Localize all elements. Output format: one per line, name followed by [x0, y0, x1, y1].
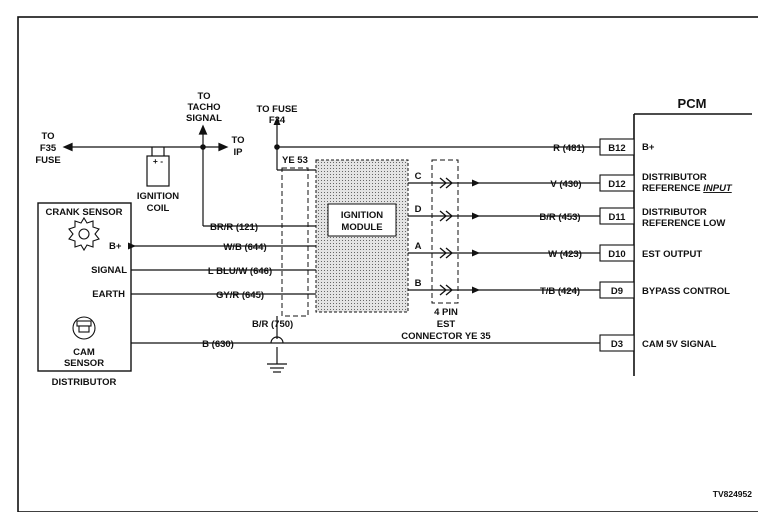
pcm-title: PCM — [678, 96, 707, 111]
ground-wire — [270, 316, 284, 364]
wire-r-481-label: R (481) — [553, 143, 585, 154]
arrow-b-plus — [128, 242, 136, 250]
connector-ye35-label: 4 PIN — [434, 307, 458, 318]
pcm-pin-d10-box — [599, 244, 635, 262]
ignition-coil-label: COIL — [147, 203, 170, 214]
to-f35-fuse-label: FUSE — [35, 155, 60, 166]
wire-v-430-label: V (430) — [550, 179, 581, 190]
pcm-pin-b12: B12 — [608, 143, 625, 154]
connector-ye35 — [431, 159, 459, 304]
diagram-frame — [17, 16, 758, 512]
arrow-w-423 — [472, 249, 480, 257]
pcm-pin-d3: D3 — [611, 339, 623, 350]
ignition-coil — [146, 155, 170, 187]
pcm-func-cam-5v-signal: CAM 5V SIGNAL — [642, 339, 717, 350]
pcm-func-bypass-control: BYPASS CONTROL — [642, 286, 730, 297]
pcm-func-distributor: DISTRIBUTOR — [642, 172, 707, 183]
earth-label: EARTH — [92, 289, 125, 300]
pcm-func-est-output: EST OUTPUT — [642, 249, 702, 260]
pcm-pin-d10: D10 — [608, 249, 625, 260]
pcm-outline — [633, 113, 752, 376]
wire-gyr-645-label: GY/R (645) — [216, 290, 264, 301]
wire-br-750-label: B/R (750) — [252, 319, 293, 330]
pcm-pin-d11: D11 — [609, 212, 627, 223]
connector-ye53 — [281, 167, 309, 317]
module-pin-b: B — [415, 278, 422, 289]
wire-wb-644-label: W/B (644) — [223, 242, 266, 253]
pcm-func-b-plus: B+ — [642, 142, 655, 153]
ignition-coil-label: IGNITION — [137, 191, 179, 202]
to-ip-label: TO — [231, 135, 244, 146]
module-pin-c: C — [415, 171, 422, 182]
signal-label: SIGNAL — [91, 265, 127, 276]
to-fuse-f34-label: F34 — [269, 115, 286, 126]
ye53-label: YE 53 — [282, 155, 308, 166]
wire-br-453-label: B/R (453) — [539, 212, 580, 223]
power-feed-f34 — [276, 123, 600, 171]
cam-sensor-icon — [72, 316, 96, 340]
ignition-module-label: MODULE — [341, 222, 382, 233]
pcm-pin-d12-box — [599, 174, 635, 192]
arrow-br-453 — [472, 212, 480, 220]
b-plus-label: B+ — [109, 241, 122, 252]
distributor-label: DISTRIBUTOR — [52, 377, 117, 388]
wire-tb-424-label: T/B (424) — [540, 286, 580, 297]
to-f35-fuse-label: TO — [41, 131, 54, 142]
wire-w-423-label: W (423) — [548, 249, 582, 260]
power-feed-f35 — [62, 124, 316, 227]
module-pin-d: D — [415, 204, 422, 215]
crank-sensor-label: CRANK SENSOR — [45, 207, 122, 218]
distributor-wires — [131, 245, 600, 344]
pcm-func-reference-low: REFERENCE LOW — [642, 218, 725, 229]
wire-lbluw-646-label: L BLU/W (646) — [208, 266, 272, 277]
pcm-pin-d3-box — [599, 334, 635, 352]
pcm-pin-d9-box — [599, 281, 635, 299]
ignition-module-label-box — [327, 203, 397, 237]
cam-sensor-label: CAM — [73, 347, 95, 358]
pcm-pin-b12-box — [599, 138, 635, 156]
arrow-to-f34 — [273, 117, 281, 125]
document-id: TV824952 — [713, 489, 752, 499]
connector-ye35-label: CONNECTOR YE 35 — [401, 331, 491, 342]
ground-symbol-icon — [267, 363, 287, 373]
pcm-pin-d12: D12 — [608, 179, 625, 190]
pcm-pin-d11-box — [599, 207, 635, 225]
cam-sensor-label: SENSOR — [64, 358, 104, 369]
splice-dot-tacho — [200, 144, 206, 150]
crank-sensor-gear-icon — [68, 216, 100, 252]
to-fuse-f34-label: TO FUSE — [257, 104, 298, 115]
distributor-box — [37, 202, 132, 372]
to-ip-label: IP — [234, 147, 244, 158]
to-tacho-signal-label: TO — [197, 91, 210, 102]
to-f35-fuse-label: F35 — [40, 143, 57, 154]
wire-b-630-label: B (630) — [202, 339, 234, 350]
connector-chevron-icons — [439, 177, 454, 296]
ignition-module-label: IGNITION — [341, 210, 383, 221]
arrow-tb-424 — [472, 286, 480, 294]
wire-br-121-label: BR/R (121) — [210, 222, 258, 233]
module-pcm-wires — [408, 182, 600, 291]
connector-ye35-label: EST — [437, 319, 456, 330]
splice-dot-f34 — [274, 144, 280, 150]
coil-terminals: + - — [153, 156, 163, 166]
pcm-func-reference-input: REFERENCE INPUT — [642, 183, 733, 194]
arrow-v-430 — [472, 179, 480, 187]
to-tacho-signal-label: SIGNAL — [186, 113, 222, 124]
module-pin-a: A — [415, 241, 422, 252]
pcm-pin-d9: D9 — [611, 286, 623, 297]
to-tacho-signal-label: TACHO — [187, 102, 220, 113]
pcm-func-distributor-low: DISTRIBUTOR — [642, 207, 707, 218]
